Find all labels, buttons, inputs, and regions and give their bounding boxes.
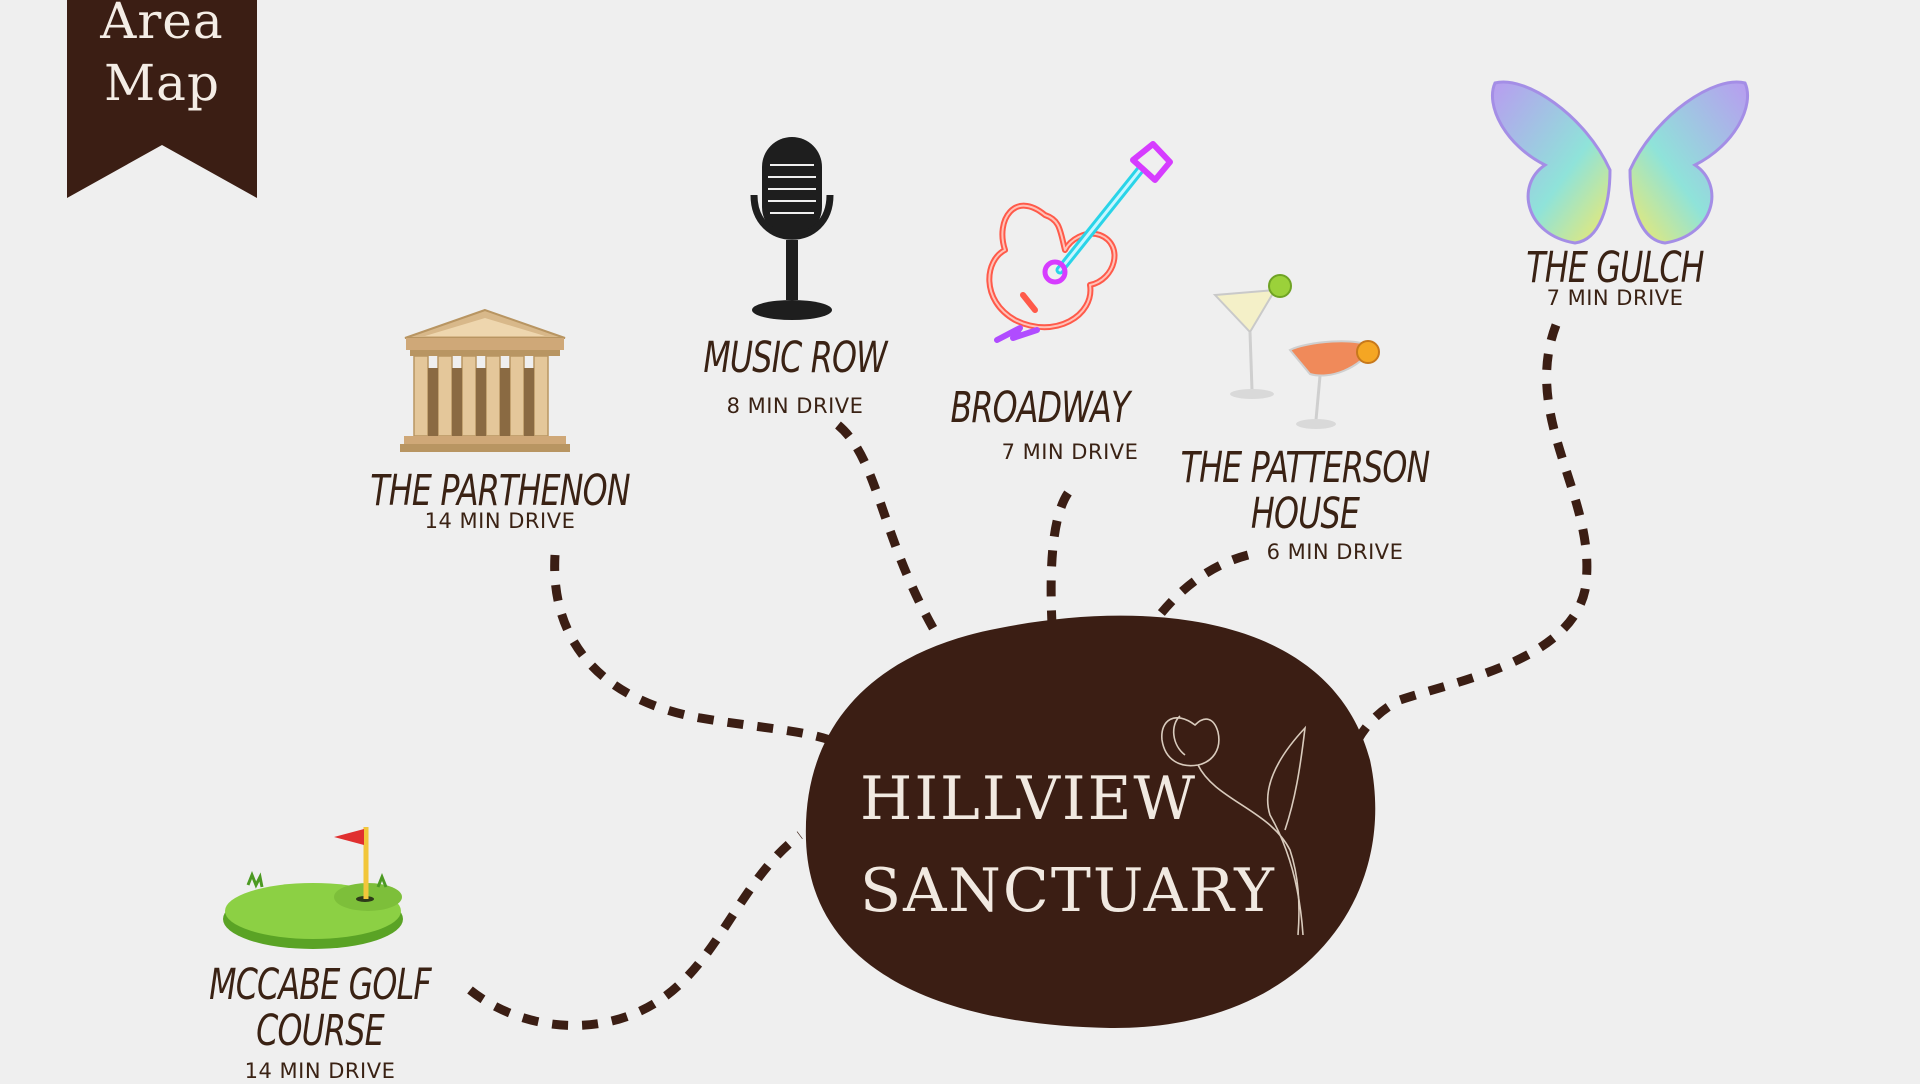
banner-line2: Map xyxy=(103,54,220,112)
microphone-icon xyxy=(750,137,834,320)
drive-time: 7 MIN DRIVE xyxy=(1001,440,1139,464)
destination-music-row: MUSIC ROW 8 MIN DRIVE xyxy=(660,335,930,419)
drive-time: 8 MIN DRIVE xyxy=(726,394,864,418)
neon-guitar-icon xyxy=(986,141,1173,343)
destination-name: BROADWAY xyxy=(950,383,1130,433)
destination-patterson-house: THE PATTERSON HOUSE 6 MIN DRIVE xyxy=(1150,445,1460,565)
destination-broadway: BROADWAY 7 MIN DRIVE xyxy=(905,385,1175,465)
butterfly-icon xyxy=(1490,80,1750,245)
drive-time: 14 MIN DRIVE xyxy=(424,509,576,533)
banner-line1: Area xyxy=(100,0,224,50)
destination-name-line1: MCCABE GOLF xyxy=(209,960,432,1010)
destination-mccabe-golf: MCCABE GOLF COURSE 14 MIN DRIVE xyxy=(170,962,470,1084)
drive-time: 6 MIN DRIVE xyxy=(1266,540,1404,564)
destination-name-line2: HOUSE xyxy=(1250,489,1360,539)
destination-the-gulch: THE GULCH 7 MIN DRIVE xyxy=(1480,245,1750,311)
golf-green-icon xyxy=(223,827,403,949)
hub-title: HILLVIEW SANCTUARY xyxy=(860,753,1300,937)
destination-name-line2: COURSE xyxy=(256,1006,384,1056)
hub-title-line2: SANCTUARY xyxy=(860,856,1276,926)
destination-name: THE PARTHENON xyxy=(370,466,630,516)
destination-parthenon: THE PARTHENON 14 MIN DRIVE xyxy=(340,468,660,534)
tulip-icon xyxy=(1161,715,1307,936)
destination-name: THE GULCH xyxy=(1526,243,1704,293)
parthenon-icon xyxy=(400,308,570,452)
hub-title-line1: HILLVIEW xyxy=(860,764,1198,834)
drive-time: 14 MIN DRIVE xyxy=(244,1059,396,1083)
route-parthenon xyxy=(550,554,832,745)
destination-name-line1: THE PATTERSON xyxy=(1180,443,1431,493)
destination-name: MUSIC ROW xyxy=(703,333,887,383)
route-music-row xyxy=(835,421,944,643)
cocktails-icon xyxy=(1212,274,1380,429)
area-map-banner: Area Map xyxy=(67,0,257,198)
route-patterson xyxy=(1141,550,1250,638)
drive-time: 7 MIN DRIVE xyxy=(1546,286,1684,310)
route-golf xyxy=(467,831,803,1030)
route-broadway xyxy=(1046,490,1072,626)
